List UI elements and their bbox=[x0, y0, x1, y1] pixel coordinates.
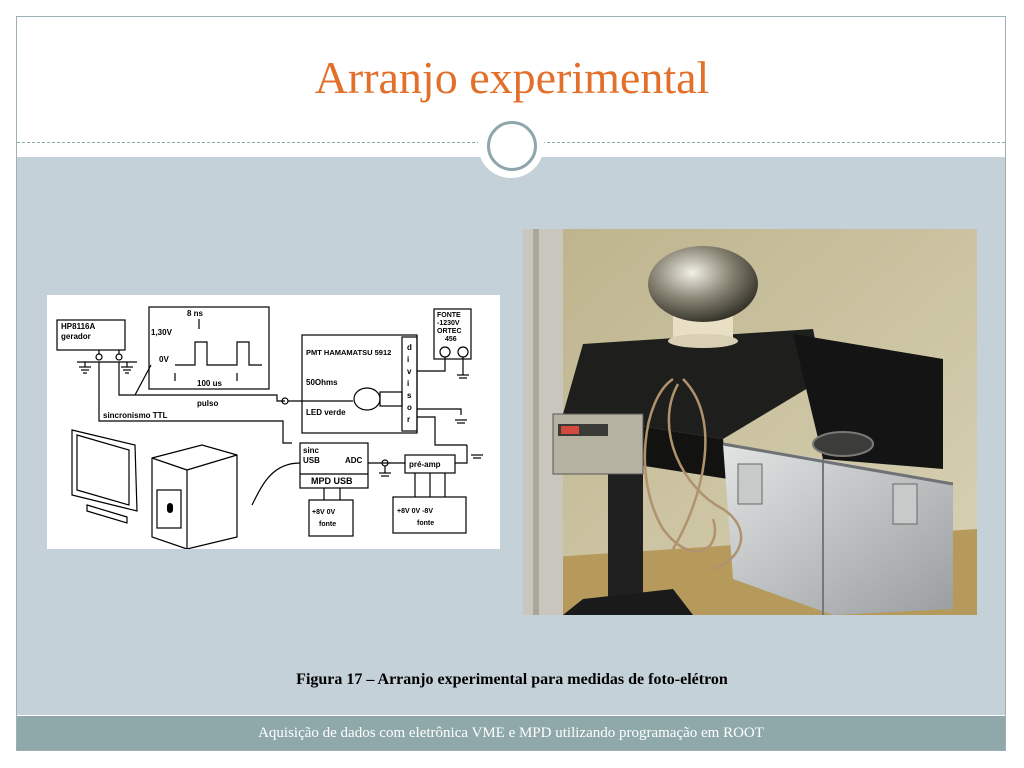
mpd-input-usb: USB bbox=[303, 456, 320, 465]
mpd-label: MPD USB bbox=[311, 476, 353, 486]
mpd-usb-box bbox=[299, 442, 369, 489]
mpd-supply-label: fonte bbox=[319, 521, 336, 528]
pmt-bulb bbox=[353, 387, 381, 411]
generator-model: HP8116A bbox=[61, 322, 95, 331]
pulse-label: pulso bbox=[197, 399, 218, 408]
divider-letter: o bbox=[407, 403, 412, 412]
slide-title: Arranjo experimental bbox=[314, 52, 710, 103]
preamp-supply-box bbox=[392, 496, 467, 534]
divider-letter: d bbox=[407, 343, 412, 352]
mpd-supply-box bbox=[308, 499, 354, 537]
hv-source-line: 456 bbox=[445, 336, 457, 343]
instrument-panel bbox=[552, 413, 644, 475]
pmt-label: PMT HAMAMATSU 5912 bbox=[306, 348, 391, 357]
generator-label: gerador bbox=[61, 332, 91, 341]
generator-output-2 bbox=[115, 353, 123, 361]
hv-source-line: ORTEC bbox=[437, 328, 462, 335]
computer-tower bbox=[151, 444, 238, 550]
generator-output-1 bbox=[95, 353, 103, 361]
waveform-box bbox=[148, 306, 270, 390]
pulse-period: 100 us bbox=[197, 379, 222, 388]
led-label: LED verde bbox=[306, 408, 346, 417]
figure-caption: Figura 17 – Arranjo experimental para me… bbox=[296, 671, 728, 688]
resistor-label: 50Ohms bbox=[306, 378, 338, 387]
pulse-width: 8 ns bbox=[187, 309, 204, 318]
usb-cable bbox=[251, 462, 301, 506]
divider-letter: i bbox=[407, 379, 409, 388]
preamp-label: pré-amp bbox=[409, 460, 441, 469]
pulse-waveform bbox=[175, 341, 262, 366]
pulse-zero: 0V bbox=[159, 355, 169, 364]
pulse-amplitude: 1,30V bbox=[151, 328, 173, 337]
schematic-diagram: HP8116A gerador 8 ns 1,30V 0V 100 us pul… bbox=[47, 295, 500, 550]
preamp-supply-label: fonte bbox=[417, 520, 434, 527]
apparatus-photo bbox=[523, 229, 977, 615]
pulse-arrow bbox=[134, 364, 152, 396]
sync-label: sincronismo TTL bbox=[103, 411, 168, 420]
divider-letter: r bbox=[407, 415, 410, 424]
dark-box-top bbox=[563, 329, 823, 439]
hv-source-line: FONTE bbox=[437, 312, 461, 319]
mpd-supply-voltages: +8V 0V bbox=[312, 509, 335, 516]
footer-text: Aquisição de dados com eletrônica VME e … bbox=[258, 725, 764, 741]
ornament-ring-icon bbox=[487, 121, 537, 171]
hv-source-line: -1230V bbox=[437, 320, 460, 327]
footer-bar: Aquisição de dados com eletrônica VME e … bbox=[17, 716, 1005, 750]
monitor bbox=[76, 434, 130, 506]
divider-letter: s bbox=[407, 391, 412, 400]
pmt-bulb-photo bbox=[648, 246, 758, 322]
preamp-supply-voltages: +8V 0V -8V bbox=[397, 508, 433, 515]
mpd-input-sinc: sinc bbox=[303, 446, 320, 455]
divisor-box bbox=[401, 336, 418, 432]
schematic-svg: HP8116A gerador 8 ns 1,30V 0V 100 us pul… bbox=[56, 306, 483, 550]
adc-label: ADC bbox=[345, 456, 363, 465]
hv-source-box bbox=[433, 308, 472, 360]
divider-letter: v bbox=[407, 367, 412, 376]
generator-box bbox=[56, 319, 126, 351]
divider-letter: i bbox=[407, 355, 409, 364]
apparatus-photo-svg bbox=[523, 229, 977, 615]
